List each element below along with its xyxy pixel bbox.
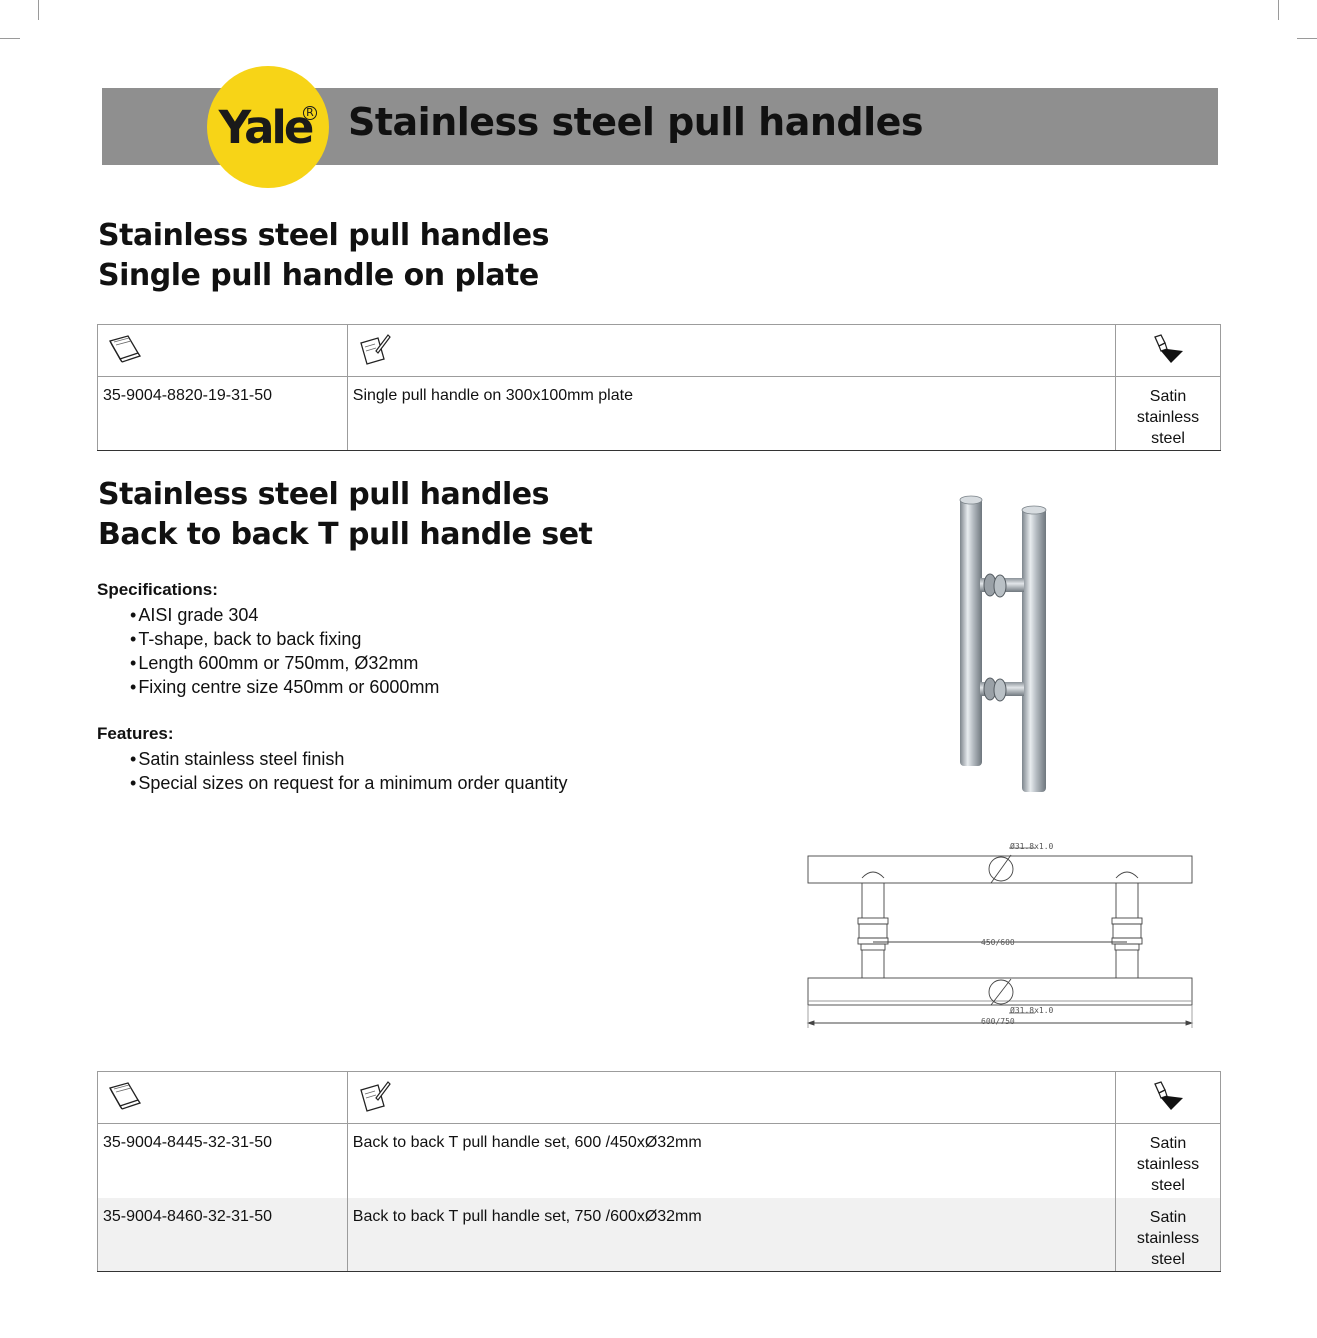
description-icon bbox=[358, 1080, 392, 1119]
table-row: 35-9004-8460-32-31-50 Back to back T pul… bbox=[97, 1197, 1221, 1272]
table-icon-header bbox=[97, 324, 1221, 377]
features-list: Satin stainless steel finish Special siz… bbox=[130, 747, 568, 795]
logo-wordmark: Yale bbox=[218, 100, 315, 154]
list-item: Fixing centre size 450mm or 6000mm bbox=[130, 675, 439, 699]
catalogue-column-header bbox=[97, 1071, 348, 1124]
section2-heading-line1: Stainless steel pull handles bbox=[98, 477, 550, 512]
page-title: Stainless steel pull handles bbox=[348, 100, 924, 144]
registered-mark: R bbox=[303, 106, 317, 120]
finish-line: Satin bbox=[1149, 1135, 1187, 1152]
list-item: Satin stainless steel finish bbox=[130, 747, 568, 771]
table-row: 35-9004-8820-19-31-50 Single pull handle… bbox=[97, 376, 1221, 451]
crop-mark bbox=[1297, 38, 1317, 39]
list-item: Length 600mm or 750mm, Ø32mm bbox=[130, 651, 439, 675]
catalogue-icon bbox=[108, 1080, 142, 1115]
table-icon-header bbox=[97, 1071, 1221, 1124]
finish-line: Satin bbox=[1149, 1208, 1187, 1226]
finish-line: Satin bbox=[1149, 388, 1187, 405]
finish-icon bbox=[1151, 1080, 1185, 1117]
drawing-length-label: 600/750 bbox=[981, 1017, 1015, 1026]
product-description: Back to back T pull handle set, 600 /450… bbox=[346, 1123, 1117, 1198]
description-column-header bbox=[346, 1071, 1117, 1124]
crop-mark bbox=[38, 0, 39, 20]
product-description: Single pull handle on 300x100mm plate bbox=[346, 376, 1117, 451]
catalogue-column-header bbox=[97, 324, 348, 377]
section1-heading-line1: Stainless steel pull handles bbox=[98, 218, 550, 253]
finish-line: stainless bbox=[1136, 409, 1200, 426]
specifications-title: Specifications: bbox=[97, 580, 218, 599]
finish-line: steel bbox=[1151, 430, 1185, 447]
finish-line: stainless bbox=[1136, 1156, 1200, 1173]
product-code: 35-9004-8445-32-31-50 bbox=[97, 1123, 348, 1198]
crop-mark bbox=[1278, 0, 1279, 20]
finish-line: steel bbox=[1151, 1177, 1185, 1194]
features-title: Features: bbox=[97, 724, 174, 743]
product-code: 35-9004-8820-19-31-50 bbox=[97, 376, 348, 451]
drawing-diameter-bottom: Ø31.8x1.0 bbox=[1010, 1005, 1054, 1015]
crop-mark bbox=[0, 38, 20, 39]
list-item: Special sizes on request for a minimum o… bbox=[130, 771, 567, 795]
description-icon bbox=[358, 333, 392, 372]
drawing-diameter-top: Ø31.8x1.0 bbox=[1010, 841, 1054, 851]
list-item: T-shape, back to back fixing bbox=[130, 627, 439, 651]
product-finish: Satin stainless steel bbox=[1115, 1123, 1221, 1198]
section1-heading-line2: Single pull handle on plate bbox=[98, 258, 539, 293]
section2-heading-line2: Back to back T pull handle set bbox=[98, 517, 593, 552]
catalogue-icon bbox=[108, 333, 142, 368]
section2-product-table: 35-9004-8445-32-31-50 Back to back T pul… bbox=[97, 1071, 1221, 1272]
product-description: Back to back T pull handle set, 750 /600… bbox=[346, 1197, 1117, 1272]
product-finish: Satin stainless steel bbox=[1115, 376, 1221, 451]
drawing-centres-label: 450/600 bbox=[981, 938, 1015, 947]
specifications-list: AISI grade 304 T-shape, back to back fix… bbox=[130, 603, 439, 699]
finish-line: steel bbox=[1151, 1250, 1185, 1268]
technical-drawing: Ø31.8x1.0 450/600 Ø31.8x1.0 600/750 bbox=[805, 838, 1197, 1038]
section1-product-table: 35-9004-8820-19-31-50 Single pull handle… bbox=[97, 324, 1221, 451]
description-column-header bbox=[346, 324, 1117, 377]
finish-icon bbox=[1151, 333, 1185, 370]
table-row: 35-9004-8445-32-31-50 Back to back T pul… bbox=[97, 1123, 1221, 1198]
finish-column-header bbox=[1115, 1071, 1221, 1124]
product-finish: Satin stainless steel bbox=[1115, 1197, 1221, 1272]
product-code: 35-9004-8460-32-31-50 bbox=[97, 1197, 348, 1272]
list-item: AISI grade 304 bbox=[130, 603, 439, 627]
finish-line: stainless bbox=[1136, 1229, 1200, 1247]
product-photo bbox=[940, 490, 1060, 804]
yale-logo: Yale R bbox=[207, 66, 329, 188]
finish-column-header bbox=[1115, 324, 1221, 377]
